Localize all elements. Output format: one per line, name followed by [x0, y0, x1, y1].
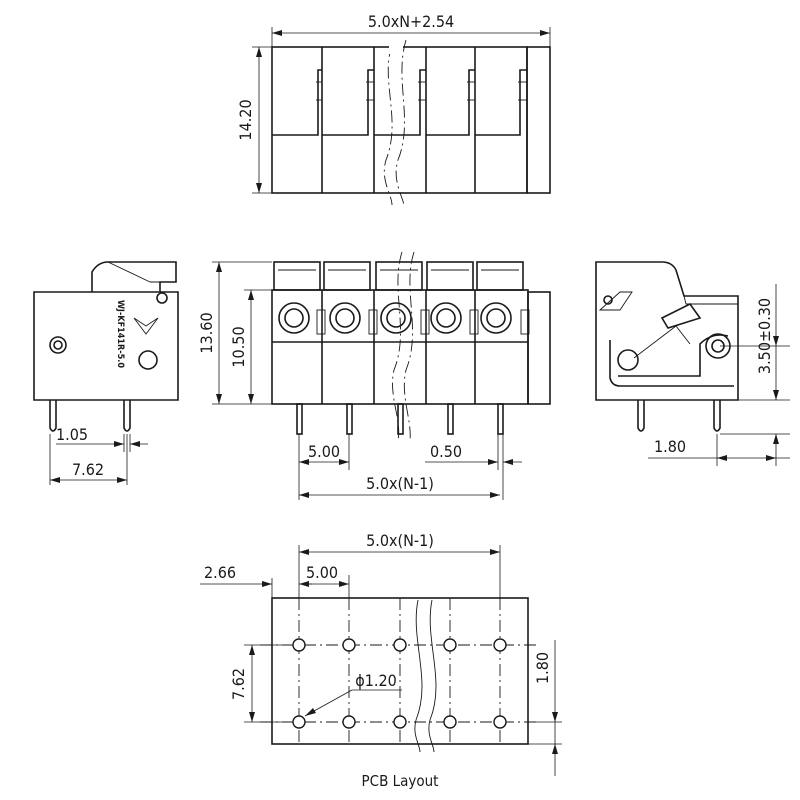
left-side-view: WJ-KF141R-5.0 1.05 7.62 [33, 261, 179, 485]
pcb-row-spacing-dim: 7.62 [229, 668, 248, 700]
front-height-body-dim: 10.50 [229, 326, 248, 367]
pcb-span-dim: 5.0x(N-1) [366, 531, 434, 550]
pcb-pitch-dim: 5.00 [306, 563, 338, 582]
right-offset-dim: 1.80 [654, 437, 686, 456]
pcb-hole-dim: ϕ1.20 [355, 671, 397, 690]
pcb-holes [292, 638, 507, 729]
left-side-body: WJ-KF141R-5.0 [33, 261, 179, 432]
pcb-edge-dim: 2.66 [204, 563, 236, 582]
front-pin-width-dim: 0.50 [430, 442, 462, 461]
pcb-layout: 5.0x(N-1) 2.66 5.00 7.62 ϕ1.20 1.80 PCB … [200, 531, 562, 790]
top-height-dim: 14.20 [236, 99, 255, 140]
left-side-marking: WJ-KF141R-5.0 [115, 300, 125, 368]
right-height-dim: 3.50±0.30 [755, 298, 774, 374]
right-side-view: 3.50±0.30 1.80 [595, 261, 790, 466]
right-side-body [595, 261, 739, 432]
front-view: 13.60 10.50 5.00 0.50 5.0x(N-1) [197, 251, 551, 500]
front-pitch-dim: 5.00 [308, 442, 340, 461]
pcb-row-offset-dim: 1.80 [533, 652, 552, 684]
front-height-total-dim: 13.60 [197, 312, 216, 353]
front-span-dim: 5.0x(N-1) [366, 474, 434, 493]
left-pin-offset-dim: 1.05 [56, 425, 88, 444]
top-view: 5.0xN+2.54 14.20 [236, 12, 551, 206]
pcb-layout-caption: PCB Layout [362, 772, 439, 790]
left-pin-spacing-dim: 7.62 [72, 460, 104, 479]
top-view-body [271, 46, 551, 194]
front-view-body [271, 261, 551, 435]
top-width-dim: 5.0xN+2.54 [368, 12, 454, 31]
